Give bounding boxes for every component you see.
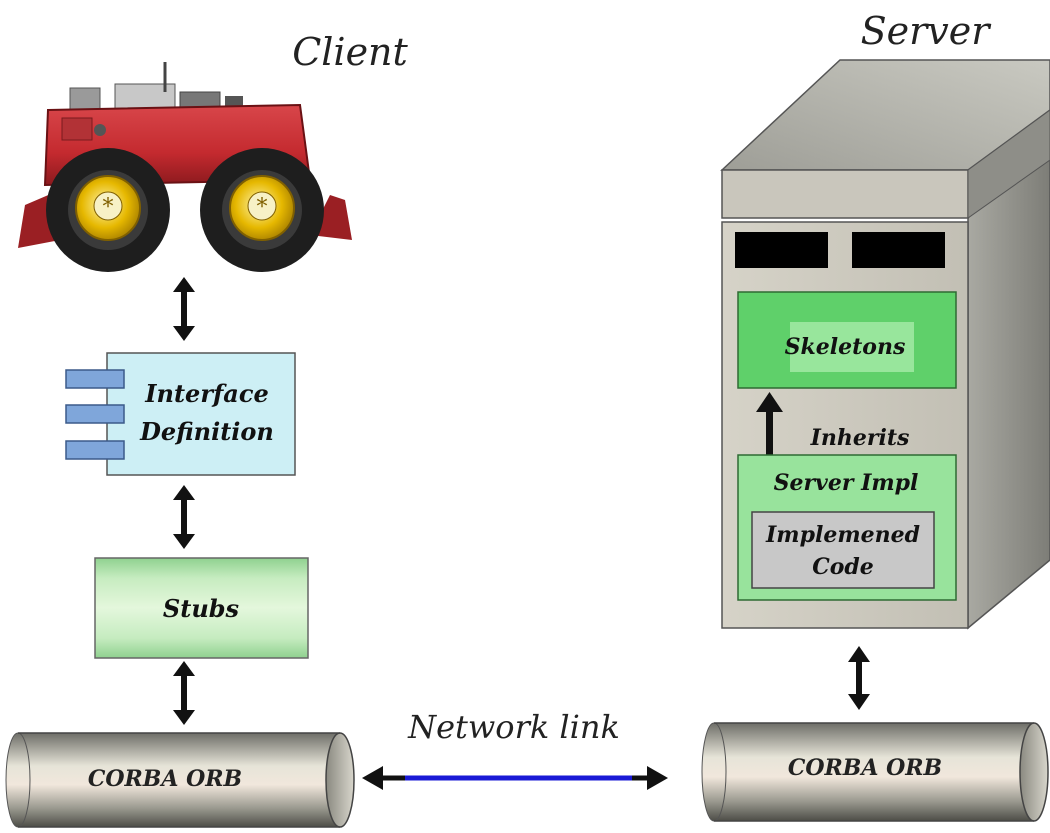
arrow-robot-interface bbox=[173, 277, 195, 341]
arrow-stubs-orb bbox=[173, 661, 195, 725]
implemented-code-line1: Implemened bbox=[765, 522, 920, 548]
interface-label-line1: Interface bbox=[144, 379, 268, 408]
server-impl-label: Server Impl bbox=[774, 470, 919, 496]
client-title: Client bbox=[292, 30, 408, 74]
client-orb-cylinder: CORBA ORB bbox=[5, 732, 355, 828]
skeletons-box: Skeletons bbox=[737, 291, 957, 389]
interface-definition-box: Interface Definition bbox=[65, 352, 296, 476]
inherits-arrow bbox=[756, 392, 783, 458]
arrow-interface-stubs bbox=[173, 485, 195, 549]
interface-label-line2: Definition bbox=[139, 417, 274, 446]
network-link-label: Network link bbox=[407, 708, 620, 746]
robot-icon: * * bbox=[18, 62, 352, 272]
skeletons-label: Skeletons bbox=[785, 334, 906, 360]
server-orb-label: CORBA ORB bbox=[788, 755, 942, 781]
stubs-box: Stubs bbox=[94, 557, 309, 659]
svg-text:*: * bbox=[257, 195, 268, 220]
implemented-code-box: Implemened Code bbox=[751, 511, 935, 589]
server-orb-cylinder: CORBA ORB bbox=[701, 722, 1049, 822]
implemented-code-line2: Code bbox=[812, 554, 874, 580]
server-title: Server bbox=[861, 9, 993, 53]
svg-text:*: * bbox=[103, 195, 114, 220]
network-link-arrow bbox=[362, 766, 668, 790]
arrow-server-orb bbox=[848, 646, 870, 710]
stubs-label: Stubs bbox=[163, 594, 240, 623]
client-orb-label: CORBA ORB bbox=[88, 766, 242, 792]
inherits-label: Inherits bbox=[810, 425, 910, 451]
